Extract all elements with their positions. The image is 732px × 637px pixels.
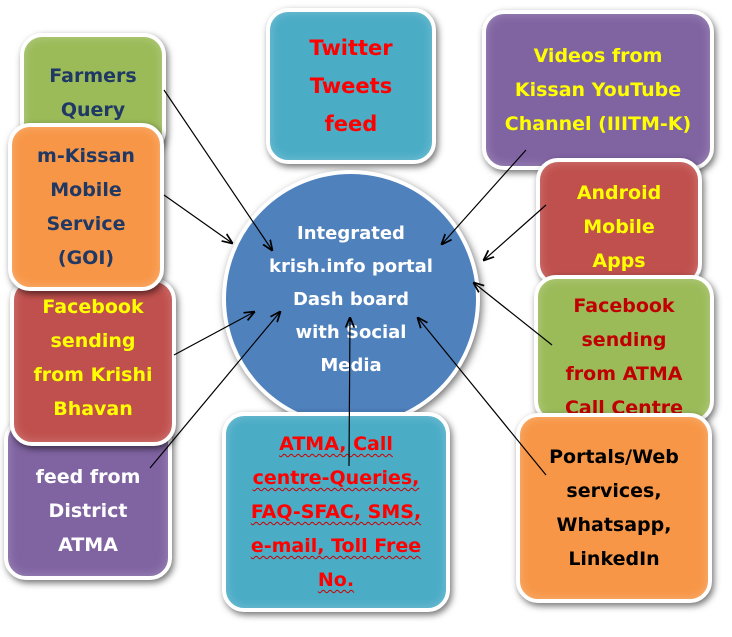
integrated-dashboard-line: with Social — [295, 321, 407, 343]
atma-call-centre-line: No. — [317, 569, 355, 591]
district-atma-line: feed from — [35, 466, 141, 488]
android-apps-line: Apps — [592, 250, 646, 272]
twitter-feed-line: Tweets — [309, 74, 393, 98]
atma-call-centre-line: ATMA, Call — [279, 433, 393, 455]
android-apps-line: Mobile — [583, 216, 655, 238]
portals-web-services-box: Portals/Web services, Whatsapp, LinkedIn — [516, 413, 712, 603]
arrow-mkissan — [163, 194, 232, 243]
mkissan-mobile-service-line: Service — [46, 213, 126, 235]
atma-call-centre-text: ATMA, Call centre-Queries, FAQ-SFAC, SMS, e… — [251, 427, 421, 597]
twitter-feed-line: feed — [324, 112, 378, 136]
youtube-videos-line: Channel (IIITM-K) — [504, 113, 692, 135]
integrated-dashboard-line: Media — [320, 354, 382, 376]
facebook-atma-call-centre-line: Facebook — [573, 295, 675, 317]
integrated-dashboard-line: Dash board — [292, 288, 410, 310]
portals-web-services-line: Whatsapp, — [556, 514, 672, 536]
portals-web-services-line: LinkedIn — [568, 548, 660, 570]
portals-web-services-line: services, — [566, 480, 662, 502]
farmers-query-line: Farmers — [49, 65, 137, 87]
youtube-videos-line: Videos from — [533, 45, 663, 67]
mkissan-mobile-service-line: Mobile — [50, 179, 122, 201]
atma-call-centre-line: FAQ-SFAC, SMS, — [250, 501, 422, 523]
integrated-dashboard-line: krish.info portal — [269, 255, 433, 277]
atma-call-centre-box: ATMA, Call centre-Queries, FAQ-SFAC, SMS, e… — [222, 412, 450, 612]
mkissan-mobile-service-line: (GOI) — [57, 247, 115, 269]
facebook-krishi-bhavan-line: Bhavan — [53, 398, 133, 420]
facebook-atma-call-centre-line: from ATMA — [565, 363, 683, 385]
district-atma-line: District — [48, 500, 128, 522]
atma-call-centre-line: centre-Queries, — [252, 467, 420, 489]
atma-call-centre-line: e-mail, Toll Free — [250, 535, 422, 557]
facebook-krishi-bhavan-line: sending — [50, 330, 136, 352]
portals-web-services-text: Portals/Web services, Whatsapp, LinkedIn — [549, 440, 679, 576]
facebook-atma-call-centre-line: sending — [581, 329, 667, 351]
integrated-dashboard-line: Integrated — [297, 222, 405, 244]
mkissan-mobile-service-line: m-Kissan — [37, 145, 135, 167]
youtube-videos-line: Kissan YouTube — [514, 79, 682, 101]
android-apps-line: Android — [576, 182, 662, 204]
twitter-feed-line: Twitter — [309, 36, 393, 60]
district-atma-line: ATMA — [58, 534, 118, 556]
facebook-krishi-bhavan-line: from Krishi — [33, 364, 153, 386]
farmers-query-line: Query — [60, 99, 126, 121]
portals-web-services-line: Portals/Web — [549, 446, 679, 468]
facebook-krishi-bhavan-line: Facebook — [42, 296, 144, 318]
